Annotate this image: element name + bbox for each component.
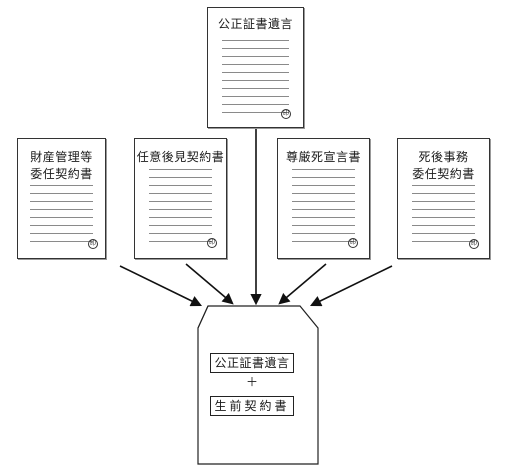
envelope-contract-label: 生前契約書 <box>210 396 294 416</box>
envelope-line-1: 公正証書遺言 <box>209 353 295 373</box>
envelope-flap-line <box>197 305 209 329</box>
arrow-doc1-to-envelope <box>119 265 203 307</box>
arrow-doc3-to-envelope <box>278 263 327 305</box>
seal-icon: 印 <box>207 238 217 248</box>
document-voluntary-guardianship-contract: 任意後見契約書 印 <box>134 138 227 259</box>
seal-icon: 印 <box>88 239 98 249</box>
document-lines <box>222 40 289 120</box>
document-title: 公正証書遺言 <box>217 17 293 31</box>
document-title: 任意後見契約書 <box>136 150 225 164</box>
seal-icon: 印 <box>281 109 291 119</box>
envelope-will-label: 公正証書遺言 <box>210 353 294 373</box>
document-lines <box>30 185 93 249</box>
document-will: 公正証書遺言 印 <box>207 7 304 128</box>
arrow-doc4-to-envelope <box>309 265 393 307</box>
envelope-plus: ＋ <box>245 375 258 389</box>
seal-icon: 印 <box>469 239 479 249</box>
seal-icon: 印 <box>348 238 358 248</box>
document-dignified-death-declaration: 尊厳死宣言書 印 <box>277 138 370 259</box>
document-title: 財産管理等 委任契約書 <box>30 150 93 181</box>
arrow-doc2-to-envelope <box>185 263 234 305</box>
document-lines <box>412 185 475 249</box>
document-property-management-contract: 財産管理等 委任契約書 印 <box>17 138 106 259</box>
document-lines <box>149 169 212 249</box>
document-title: 尊厳死宣言書 <box>285 150 361 164</box>
envelope-line-2: 生前契約書 <box>209 396 295 416</box>
document-posthumous-affairs-contract: 死後事務 委任契約書 印 <box>397 138 490 259</box>
document-title: 死後事務 委任契約書 <box>412 150 475 181</box>
document-lines <box>292 169 355 249</box>
